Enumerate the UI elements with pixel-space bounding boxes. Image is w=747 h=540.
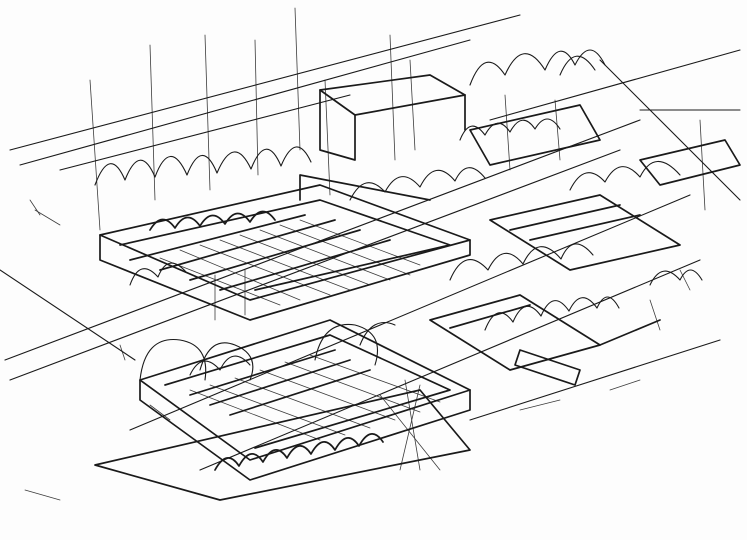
building-block-upper-right	[319, 74, 741, 271]
accent-strokes	[24, 199, 691, 501]
road-lines	[0, 14, 741, 471]
tree-row-back	[94, 49, 606, 186]
background-verticals	[89, 7, 706, 231]
tree-row-middle	[129, 160, 703, 331]
building-block-lower-left	[94, 319, 471, 501]
building-block-upper-left	[99, 174, 471, 321]
building-block-right	[429, 294, 661, 386]
hatching-lower-left	[149, 354, 441, 471]
tree-row-lower	[139, 321, 396, 381]
